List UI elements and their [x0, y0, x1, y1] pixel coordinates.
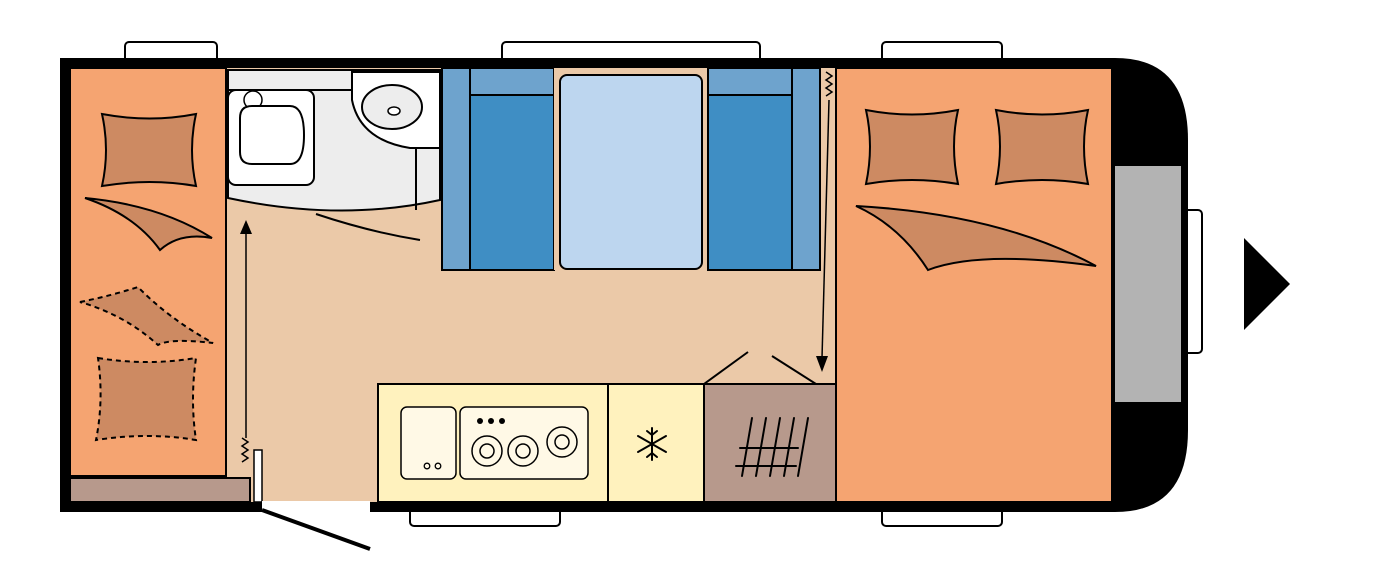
sink-icon [400, 406, 457, 480]
dinette [441, 67, 821, 271]
direction-arrow-icon [1244, 238, 1290, 330]
front-storage [1113, 164, 1183, 404]
rear-bed [69, 67, 227, 477]
blanket-icon [855, 205, 1097, 272]
bathroom [227, 69, 441, 241]
blanket-folded-icon [79, 285, 214, 347]
blanket-icon [84, 197, 213, 252]
curtain-arrow-rear [240, 220, 252, 463]
pillow-icon [864, 108, 960, 186]
bathroom-door-swing [315, 213, 421, 241]
dinette-table [559, 74, 703, 270]
wardrobe-door-left [703, 351, 749, 385]
pillow-icon [100, 112, 198, 188]
front-bed [835, 67, 1113, 503]
fridge [607, 383, 705, 503]
seat-left-cushion [469, 94, 555, 271]
entrance-door [253, 449, 371, 551]
snowflake-icon [637, 427, 667, 461]
pillow-icon [994, 108, 1090, 186]
seat-left-back [441, 67, 471, 271]
curtain-arrow-front [816, 71, 834, 372]
toilet-icon [239, 105, 306, 165]
hanger-rail-icon [735, 417, 809, 477]
stove-icon [459, 406, 589, 480]
kitchen [377, 383, 609, 503]
seat-right-cushion [707, 94, 793, 271]
pillow-folded-icon [94, 356, 198, 442]
rear-cabinet [69, 477, 251, 503]
seat-right-back [791, 67, 821, 271]
wardrobe-door-right [771, 355, 817, 385]
